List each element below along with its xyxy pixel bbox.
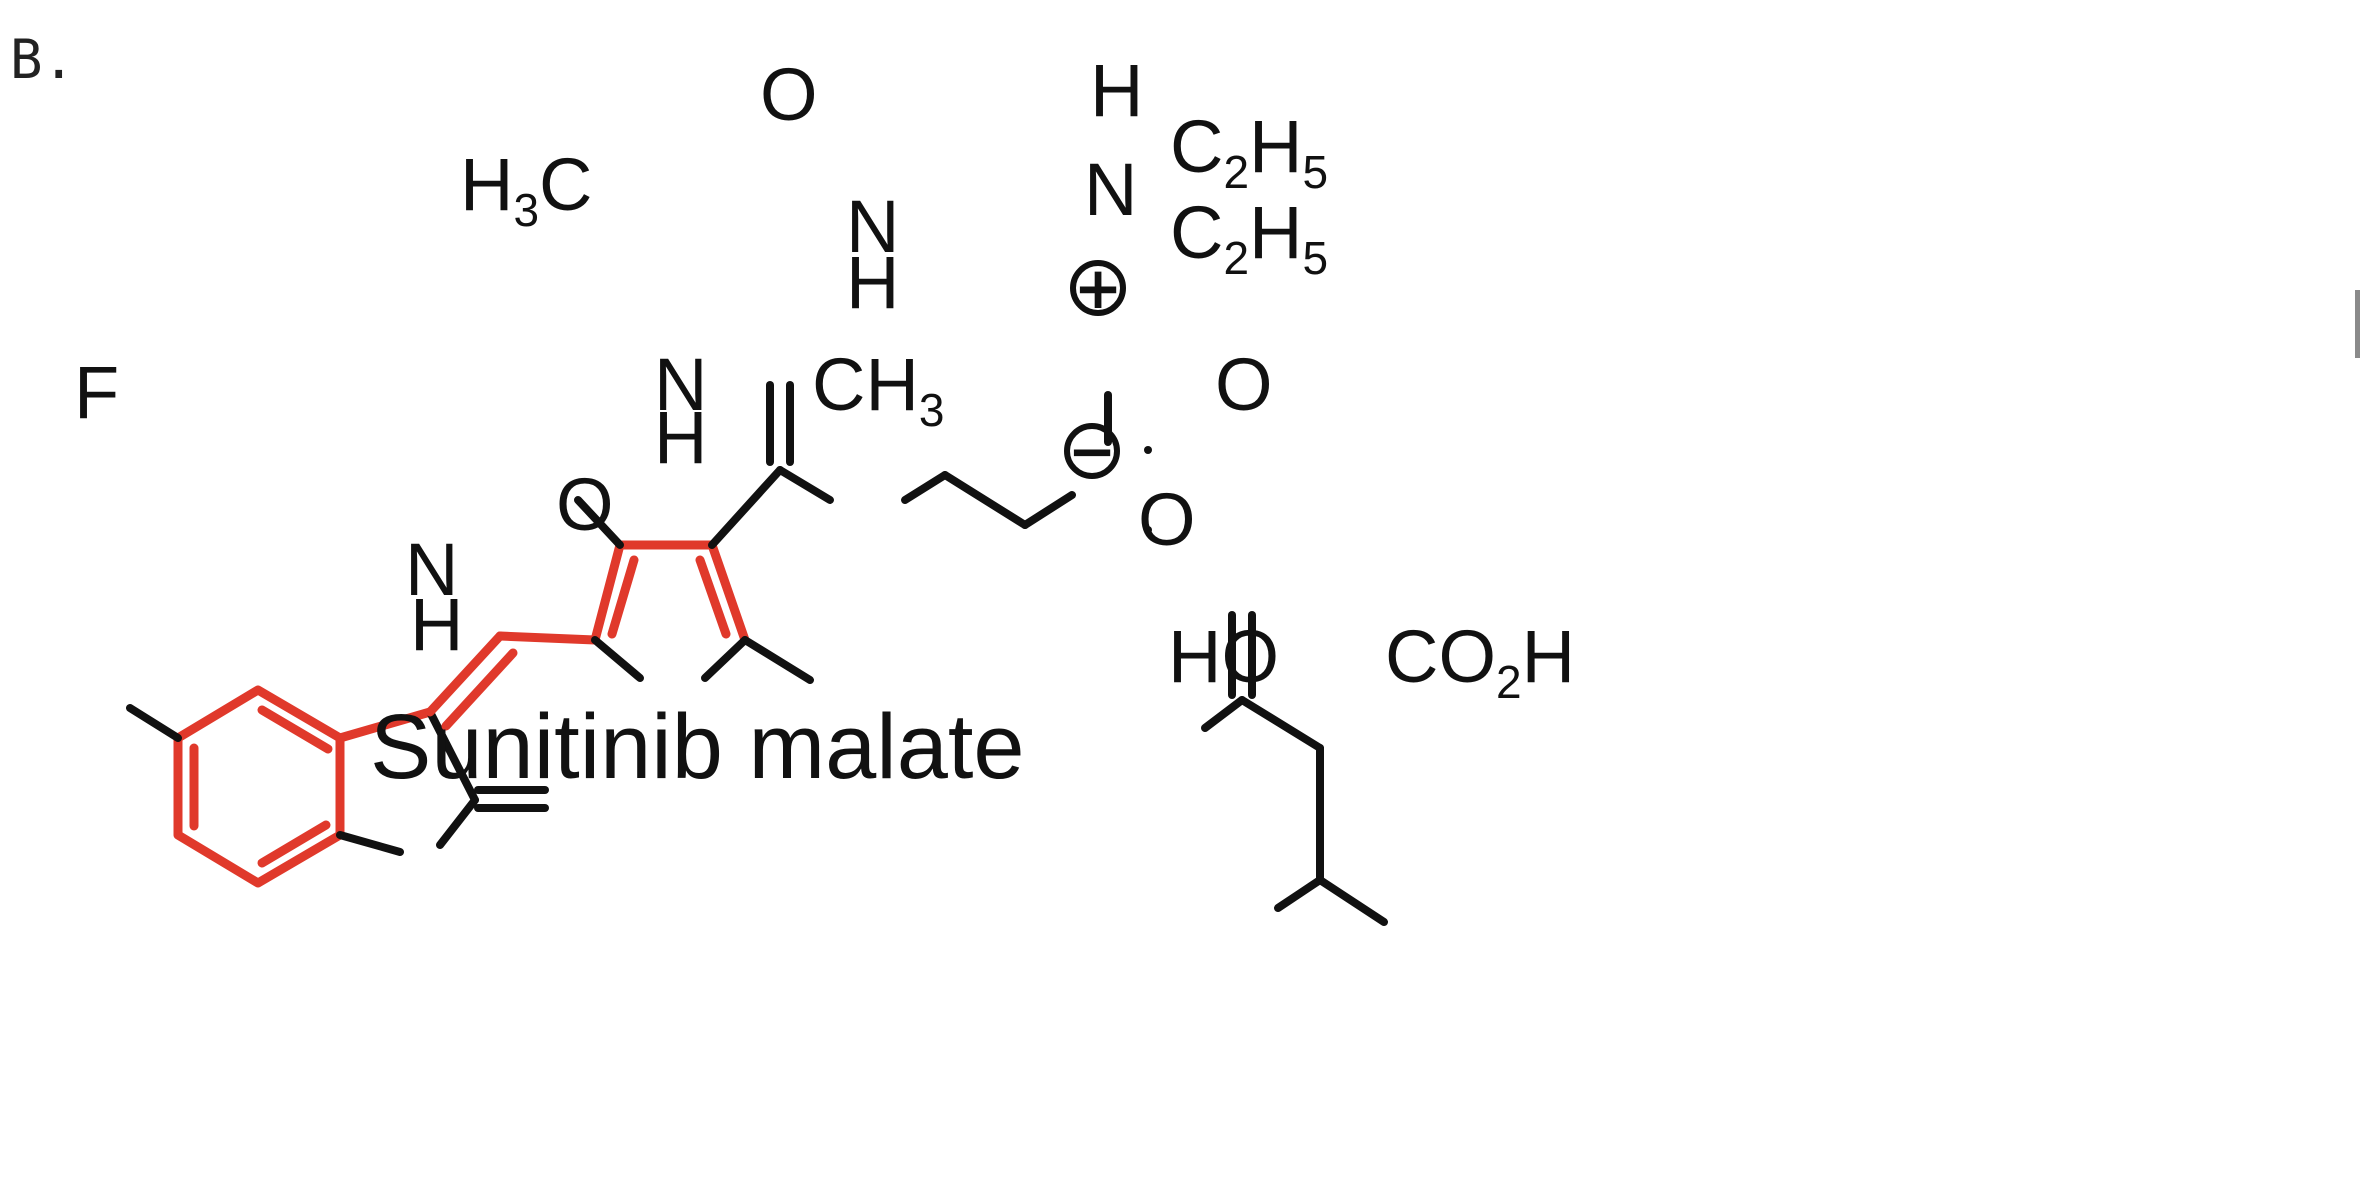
methyl-left-label: H3C bbox=[460, 143, 593, 236]
methylidene-linker-highlight bbox=[425, 631, 600, 731]
pyrrole-n-bond-right bbox=[701, 636, 749, 682]
ammonium-h-label: H bbox=[1090, 49, 1143, 132]
carboxylic-acid-label: CO2H bbox=[1385, 615, 1575, 708]
carboxylate-o-top-label: O bbox=[1215, 343, 1273, 426]
pyrrole-n-bond-left bbox=[591, 636, 644, 682]
pyrrole-h-label: H bbox=[654, 396, 707, 479]
indole-n-label: N bbox=[405, 528, 458, 611]
pyrrole-n-label: N bbox=[654, 343, 707, 426]
compound-caption: Sunitinib malate bbox=[370, 696, 1025, 798]
minus-charge-icon: − bbox=[1064, 417, 1120, 485]
pyrrole-ring-highlight bbox=[590, 540, 750, 645]
methyl-right-label: CH3 bbox=[812, 343, 944, 436]
amide-oxygen-label: O bbox=[760, 53, 818, 136]
svg-text:C2H5: C2H5 bbox=[1170, 105, 1328, 198]
methyl-bond-left bbox=[574, 496, 624, 549]
hydroxyl-label: HO bbox=[1168, 615, 1279, 698]
amide-bonds bbox=[708, 381, 1076, 549]
amide-n-label: N bbox=[846, 185, 899, 268]
carboxylate-o-left-label: O bbox=[1138, 478, 1196, 561]
scrollbar-edge[interactable] bbox=[2355, 290, 2360, 358]
benzene-ring-highlight bbox=[173, 685, 345, 888]
ethyl-top-label: C2H5 bbox=[1170, 105, 1328, 198]
oxindole-five-ring bbox=[126, 704, 549, 856]
fluorine-label: F bbox=[74, 351, 119, 434]
plus-charge-icon: + bbox=[1070, 254, 1126, 322]
svg-text:C2H5: C2H5 bbox=[1170, 191, 1328, 284]
ammonium-n-label: N bbox=[1084, 148, 1137, 231]
ethyl-bottom-label: C2H5 bbox=[1170, 191, 1328, 284]
amide-h-label: H bbox=[846, 241, 899, 324]
malate-bonds bbox=[1201, 611, 1388, 926]
svg-text:H3C: H3C bbox=[460, 143, 593, 236]
oxindole-oxygen-label: O bbox=[556, 463, 614, 546]
svg-text:CH3: CH3 bbox=[812, 343, 944, 436]
methyl-bond-right bbox=[741, 636, 814, 684]
figure-label: B. bbox=[10, 28, 76, 91]
svg-text:−: − bbox=[1068, 417, 1117, 485]
svg-text:+: + bbox=[1074, 254, 1123, 322]
svg-text:CO2H: CO2H bbox=[1385, 615, 1575, 708]
indole-h-label: H bbox=[410, 583, 463, 666]
